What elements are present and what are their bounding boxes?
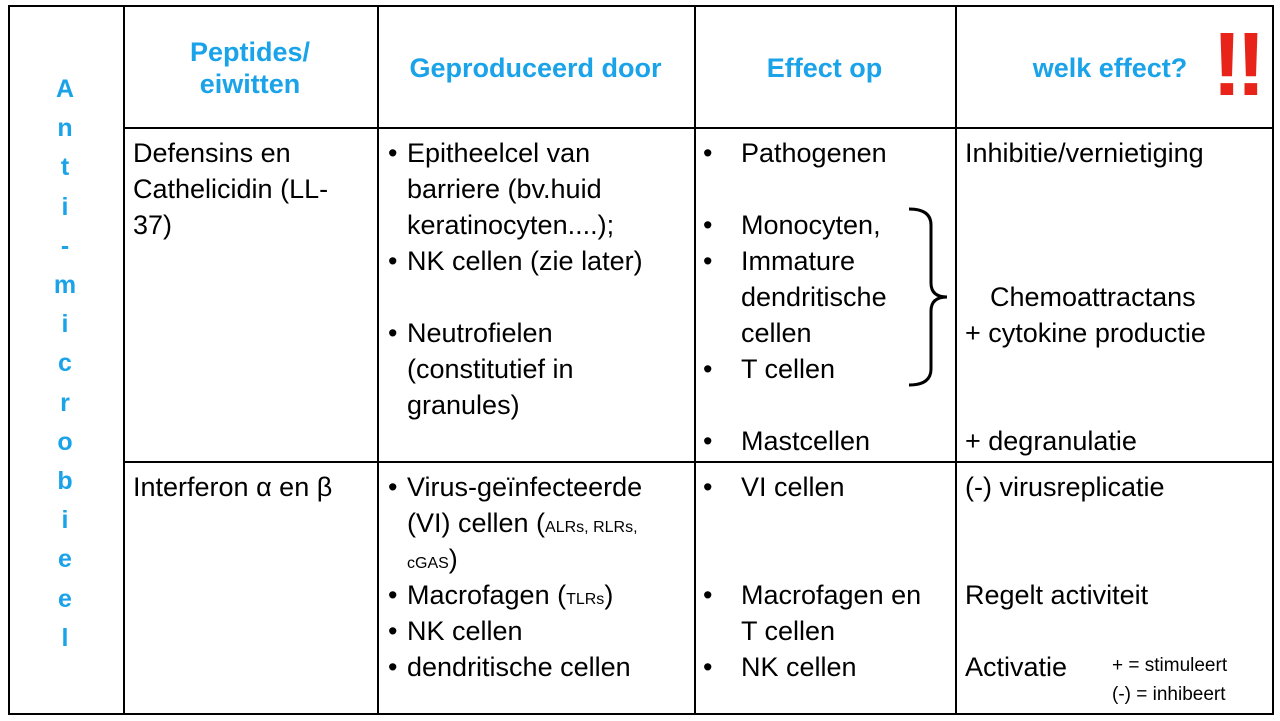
target-t-cellen: T cellen xyxy=(741,354,836,384)
side-letter: i xyxy=(61,192,69,221)
row1-col1-line: 37) xyxy=(133,210,173,240)
bullet: • xyxy=(703,354,713,384)
row-divider-1 xyxy=(123,127,1274,129)
row-divider-2 xyxy=(123,461,1274,463)
receptor-list: ALRs, RLRs, xyxy=(545,519,638,536)
side-letter: c xyxy=(58,349,72,378)
exclamation-marks: !! xyxy=(1212,15,1266,115)
bullet: • xyxy=(703,210,713,240)
target-immature: cellen xyxy=(741,318,812,348)
side-letter: i xyxy=(61,310,69,339)
producer-nk-cellen: NK cellen xyxy=(407,616,523,646)
peptide-interferon: Interferon α en β xyxy=(133,472,333,502)
target-mastcellen: Mastcellen xyxy=(741,426,871,456)
bullet: • xyxy=(703,652,713,682)
producer-epitheelcel: keratinocyten....); xyxy=(407,210,615,240)
producer-epitheelcel: barriere (bv.huid xyxy=(407,174,602,204)
side-letter: A xyxy=(55,75,75,103)
side-letter: r xyxy=(60,388,70,417)
target-immature: dendritische xyxy=(741,282,887,312)
header-effect-op: Effect op xyxy=(766,53,883,83)
producer-macrofagen-text: Macrofagen ( xyxy=(407,580,567,610)
target-immature: Immature xyxy=(741,246,856,276)
col-divider-2 xyxy=(377,5,379,715)
legend-inhibeert: (-) = inhibeert xyxy=(1112,684,1226,705)
target-macrofagen-t-cellen: Macrofagen en xyxy=(741,580,922,610)
producer-vi-cellen-text: (VI) cellen ( xyxy=(407,508,546,538)
side-letter: n xyxy=(57,114,73,143)
receptor-cgas: cGAS xyxy=(407,555,449,572)
legend-stimuleert: + = stimuleert xyxy=(1112,655,1228,676)
bullet: • xyxy=(703,580,713,610)
bullet: • xyxy=(703,426,713,456)
target-vi-cellen: VI cellen xyxy=(741,472,845,502)
producer-epitheelcel: Epitheelcel van xyxy=(407,138,591,168)
target-nk-cellen: NK cellen xyxy=(741,652,857,682)
effect-regelt-activiteit: Regelt activiteit xyxy=(965,580,1149,610)
target-macrofagen-t-cellen: T cellen xyxy=(741,616,836,646)
header-geproduceerd: Geproduceerd door xyxy=(409,53,662,83)
producer-neutrofielen: Neutrofielen xyxy=(407,318,553,348)
col-divider-3 xyxy=(694,5,696,715)
producer-neutrofielen: (constitutief in xyxy=(407,354,574,384)
producer-vi-cellen: (VI) cellen (ALRs, RLRs, xyxy=(407,505,638,546)
side-letter: m xyxy=(53,271,77,300)
side-label-antimicrobieel: A n t i - m i c r o b i e e l xyxy=(12,70,118,658)
side-letter: o xyxy=(57,427,73,456)
table-frame xyxy=(8,5,1274,715)
header-peptides-line2: eiwitten xyxy=(199,69,301,99)
bullet: • xyxy=(388,246,398,276)
receptor-tlrs: TLRs xyxy=(566,591,605,608)
side-letter: b xyxy=(57,467,73,496)
bullet: • xyxy=(388,580,398,610)
effect-inhibitie: Inhibitie/vernietiging xyxy=(965,138,1204,168)
bullet: • xyxy=(703,246,713,276)
effect-chemoattractans: Chemoattractans xyxy=(990,282,1196,312)
producer-neutrofielen: granules) xyxy=(407,390,520,420)
paren-close: ) xyxy=(604,580,614,610)
effect-activatie: Activatie xyxy=(965,652,1068,682)
effect-cytokine: + cytokine productie xyxy=(965,318,1206,348)
side-letter: t xyxy=(60,153,70,182)
side-letter: i xyxy=(61,506,69,535)
header-peptides: Peptides/ eiwitten xyxy=(123,36,377,100)
producer-dendritische-cellen: dendritische cellen xyxy=(407,652,631,682)
row1-col1-line: Defensins en xyxy=(133,138,291,168)
producer-vi-cellen-cont: cGAS) xyxy=(407,541,458,582)
target-pathogenen: Pathogenen xyxy=(741,138,887,168)
row1-col1-line: Cathelicidin (LL- xyxy=(133,174,329,204)
side-letter: e xyxy=(58,545,72,574)
producer-virus-geinfecteerde: Virus-geïnfecteerde xyxy=(407,472,643,502)
header-peptides-line1: Peptides/ xyxy=(189,37,311,67)
side-letter: l xyxy=(61,623,69,652)
paren-close: ) xyxy=(448,544,458,574)
bullet: • xyxy=(703,138,713,168)
bullet: • xyxy=(388,616,398,646)
producer-nk-cellen: NK cellen (zie later) xyxy=(407,246,643,276)
effect-virusreplicatie: (-) virusreplicatie xyxy=(965,472,1165,502)
bullet: • xyxy=(388,652,398,682)
bullet: • xyxy=(703,472,713,502)
producer-macrofagen: Macrofagen (TLRs) xyxy=(407,577,613,618)
curly-brace-icon xyxy=(908,207,948,387)
bullet: • xyxy=(388,318,398,348)
effect-degranulatie: + degranulatie xyxy=(965,426,1137,456)
col-divider-1 xyxy=(123,5,125,715)
bullet: • xyxy=(388,472,398,502)
target-monocyten: Monocyten, xyxy=(741,210,881,240)
header-welk-effect: welk effect? xyxy=(1032,53,1188,83)
side-letter: - xyxy=(60,231,70,260)
col-divider-4 xyxy=(955,5,957,715)
bullet: • xyxy=(388,138,398,168)
side-letter: e xyxy=(58,584,72,613)
